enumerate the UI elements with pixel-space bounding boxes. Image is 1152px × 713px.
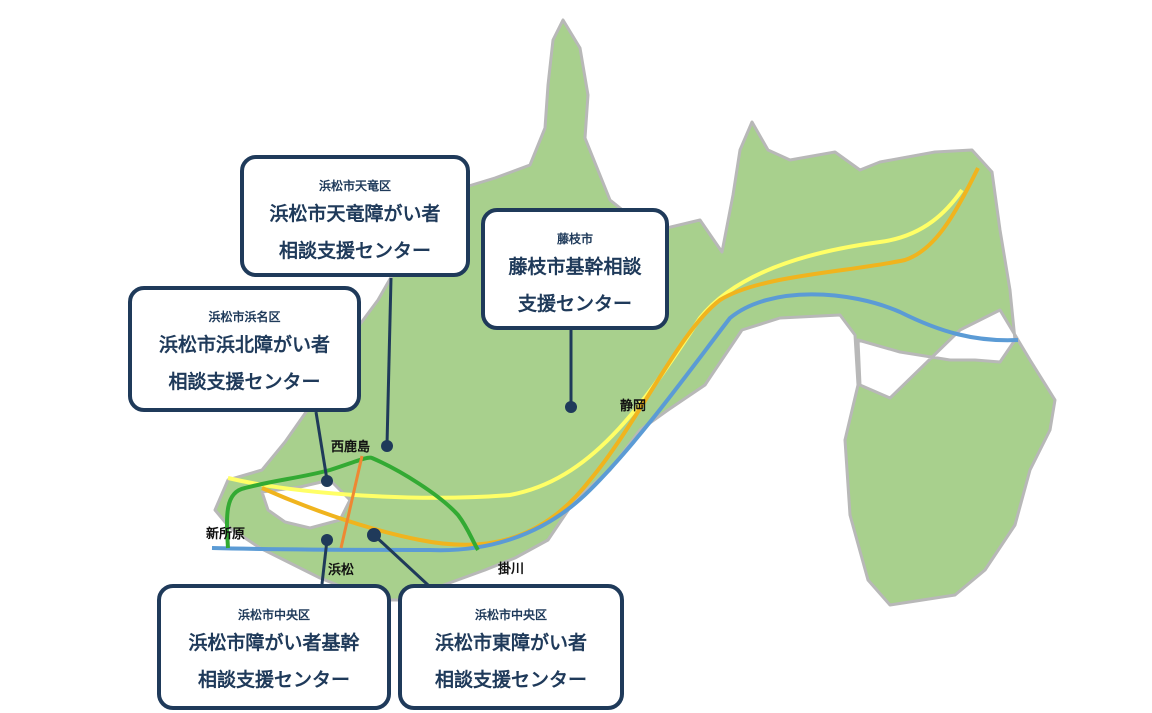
callout-name-line1: 浜松市東障がい者 (434, 632, 587, 654)
callout-chuo-kikan: 浜松市中央区 浜松市障がい者基幹 相談支援センター (157, 584, 391, 710)
dot-hamana (321, 475, 333, 487)
callout-name-line1: 藤枝市基幹相談 (508, 256, 642, 278)
callout-district: 浜松市中央区 (474, 608, 547, 622)
callout-hamana: 浜松市浜名区 浜松市浜北障がい者 相談支援センター (128, 286, 361, 412)
leader-lines (314, 277, 573, 587)
dot-tenryu (381, 440, 393, 452)
callout-name-line2: 相談支援センター (278, 240, 431, 262)
callout-name-line2: 相談支援センター (197, 669, 350, 691)
callout-district: 浜松市浜名区 (208, 310, 281, 324)
leader-chuo-higashi (372, 533, 430, 587)
place-label-kakegawa: 掛川 (498, 562, 525, 577)
callout-district: 浜松市中央区 (237, 608, 310, 622)
callout-name-line2: 支援センター (517, 293, 632, 315)
callout-name-line1: 浜松市天竜障がい者 (269, 203, 441, 225)
place-label-hamamatsu: 浜松 (328, 563, 355, 578)
callout-district: 藤枝市 (556, 232, 593, 246)
dot-chuo-kikan (321, 534, 333, 546)
callout-name-line1: 浜松市浜北障がい者 (158, 334, 330, 356)
leader-chuo-kikan (320, 539, 329, 585)
rail-line-orange (261, 167, 980, 547)
callout-tenryu: 浜松市天竜区 浜松市天竜障がい者 相談支援センター (240, 155, 470, 277)
rail-line-green (225, 455, 480, 552)
callout-name-line1: 浜松市障がい者基幹 (188, 632, 360, 654)
location-dots (321, 401, 577, 546)
rail-line-connector (339, 455, 364, 549)
callout-fujieda: 藤枝市 藤枝市基幹相談 支援センター (481, 208, 669, 330)
place-label-shinjohara: 新所原 (206, 527, 246, 542)
dot-chuo-higashi (367, 528, 381, 542)
place-label-nishikajima: 西鹿島 (331, 440, 371, 455)
dot-fujieda (565, 401, 577, 413)
callout-name-line2: 相談支援センター (434, 669, 587, 691)
callout-chuo-higashi: 浜松市中央区 浜松市東障がい者 相談支援センター (398, 584, 624, 710)
callout-district: 浜松市天竜区 (318, 179, 391, 193)
callout-name-line2: 相談支援センター (168, 371, 321, 393)
place-label-shizuoka: 静岡 (620, 399, 647, 414)
rail-line-blue (211, 292, 1019, 553)
leader-tenryu (385, 277, 393, 446)
leader-hamana (314, 411, 329, 481)
